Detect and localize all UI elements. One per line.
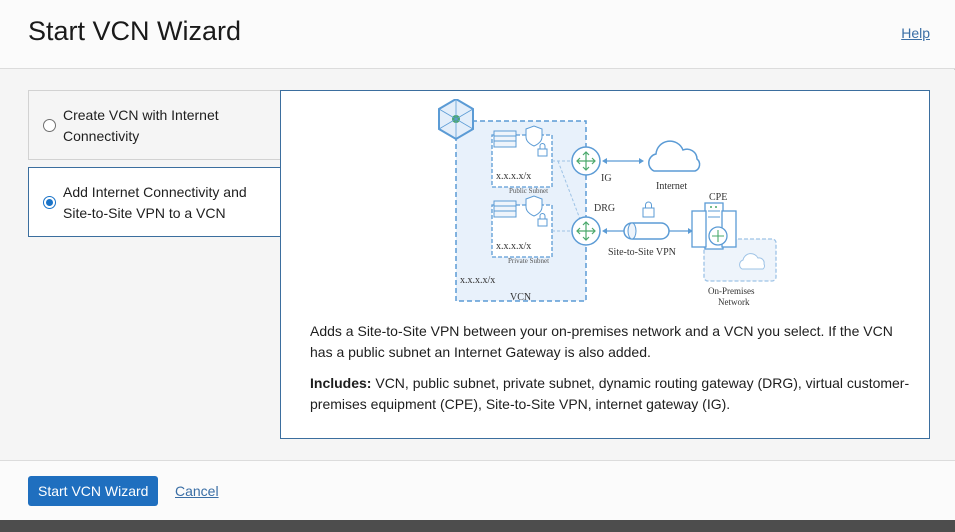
radio-add-internet-vpn[interactable] [43, 196, 56, 209]
vpn-label: Site-to-Site VPN [608, 247, 676, 258]
vcn-hexagon-icon [438, 99, 474, 141]
cpe-router-arrows [712, 230, 724, 242]
network-label: Network [718, 297, 750, 307]
arrow-head [602, 158, 607, 164]
dialog-body: Create VCN with Internet Connectivity Ad… [0, 70, 955, 460]
option-description: Adds a Site-to-Site VPN between your on-… [310, 323, 893, 360]
background-overlay [0, 520, 955, 532]
vpn-tunnel-icon [623, 222, 670, 240]
start-vcn-wizard-button[interactable]: Start VCN Wizard [28, 476, 159, 506]
includes-label: Includes: [310, 375, 372, 391]
on-premises-label: On-Premises [708, 286, 755, 296]
connector-line [557, 160, 584, 228]
private-subnet-cidr: x.x.x.x/x [496, 241, 531, 252]
dialog-header: Start VCN Wizard Help [0, 0, 955, 69]
vcn-cidr: x.x.x.x/x [460, 275, 495, 286]
lock-icon [537, 213, 548, 227]
security-shield-icon [525, 125, 543, 147]
cpe-label: CPE [709, 192, 727, 203]
internet-label: Internet [656, 181, 687, 192]
option-add-internet-vpn[interactable]: Add Internet Connectivity and Site-to-Si… [28, 167, 281, 237]
option-includes: Includes: VCN, public subnet, private su… [310, 373, 910, 415]
arrow-head [602, 228, 607, 234]
help-link[interactable]: Help [901, 25, 930, 41]
on-premises-cloud-icon [739, 253, 765, 270]
option-label: Add Internet Connectivity and Site-to-Si… [63, 184, 247, 221]
arrow-head [688, 228, 693, 234]
radio-create-vcn-internet[interactable] [43, 119, 56, 132]
internet-cloud-icon [648, 140, 701, 172]
public-subnet-label: Public Subnet [509, 187, 548, 195]
lock-icon [642, 201, 655, 218]
private-subnet-label: Private Subnet [508, 257, 549, 265]
ig-label: IG [601, 173, 612, 184]
vcn-label: VCN [510, 292, 531, 303]
server-icon [493, 130, 517, 148]
ig-arrows [576, 151, 596, 171]
cancel-link[interactable]: Cancel [175, 483, 219, 499]
option-label: Create VCN with Internet Connectivity [63, 107, 219, 144]
security-shield-icon [525, 195, 543, 217]
lock-icon [537, 143, 548, 157]
drg-label: DRG [594, 203, 615, 214]
public-subnet-cidr: x.x.x.x/x [496, 171, 531, 182]
drg-arrows [576, 221, 596, 241]
vcn-vpn-diagram: x.x.x.x/x Public Subnet x.x.x.x/x Privat… [438, 99, 777, 307]
vcn-wizard-dialog: Start VCN Wizard Help Create VCN with In… [0, 0, 955, 520]
arrow-head [639, 158, 644, 164]
option-create-vcn-internet[interactable]: Create VCN with Internet Connectivity [28, 90, 281, 160]
dialog-footer: Start VCN Wizard Cancel [0, 460, 955, 520]
server-icon [493, 200, 517, 218]
includes-text: VCN, public subnet, private subnet, dyna… [310, 375, 910, 412]
option-detail-panel: x.x.x.x/x Public Subnet x.x.x.x/x Privat… [280, 90, 930, 439]
dialog-title: Start VCN Wizard [28, 16, 242, 46]
